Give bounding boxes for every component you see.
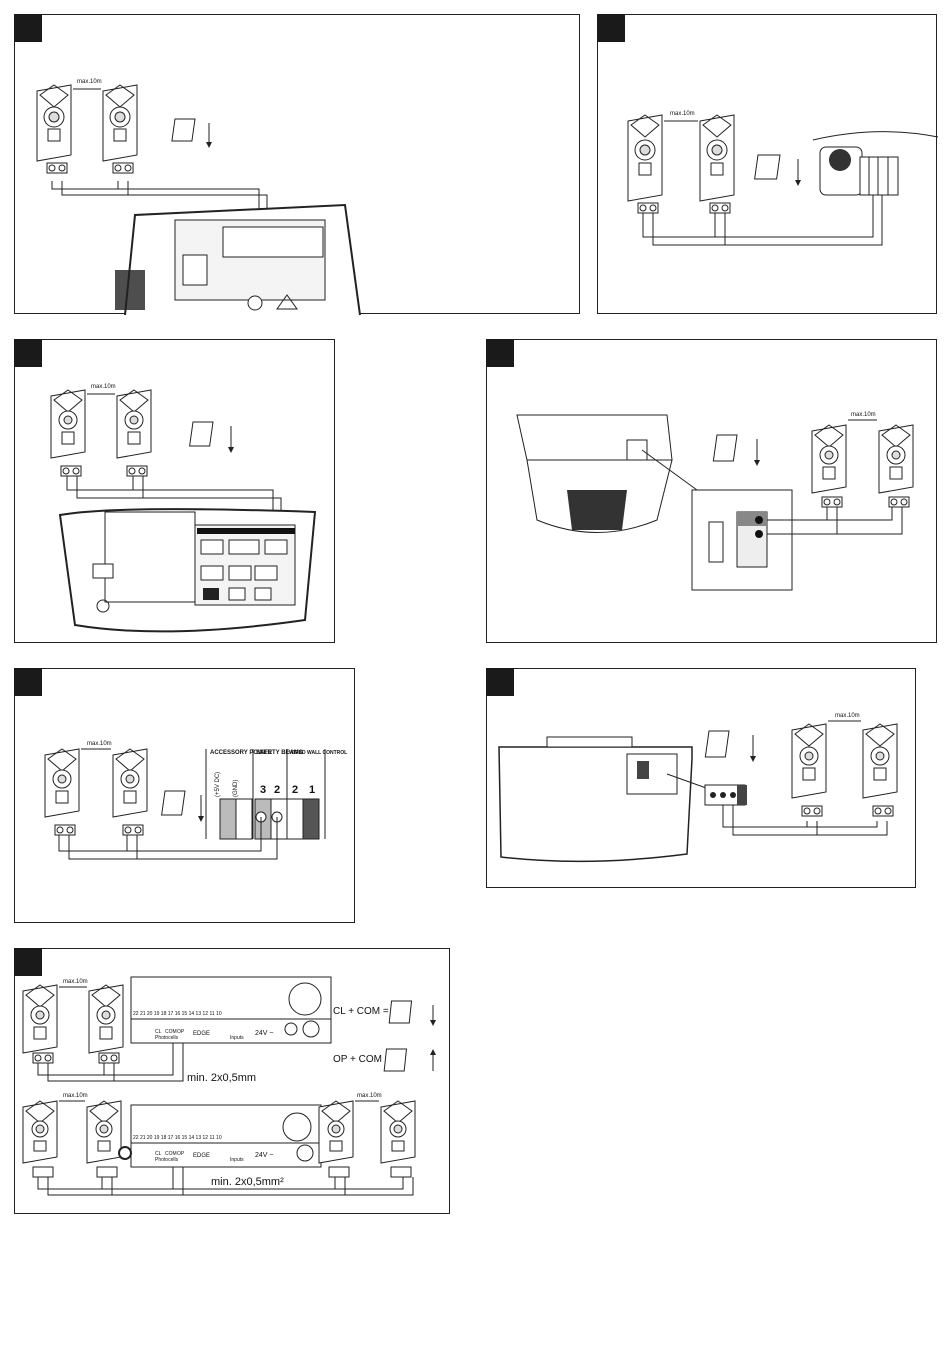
photocell-3 — [22, 1100, 58, 1178]
switch-icon — [754, 154, 801, 186]
inputs-label: Inputs — [230, 1035, 244, 1041]
distance-label: max.10m — [91, 384, 116, 390]
control-board-upper: 22 21 20 19 18 17 16 15 14 13 12 11 10 C… — [130, 976, 332, 1044]
cable-spec-1: min. 2x0,5mm — [187, 1072, 256, 1084]
operator-terminal — [812, 131, 939, 196]
panel-4: max.10m — [486, 339, 937, 643]
panel-4-corner — [486, 339, 514, 367]
wired-wall-control-label: WIRED WALL CONTROL — [289, 750, 347, 756]
panel-7: max.10m 22 21 20 19 18 17 16 15 14 13 12… — [14, 948, 450, 1214]
accessory-gnd-label: (GND) — [233, 780, 239, 797]
panel-6: max.10m — [486, 668, 916, 888]
panel-6-diagram: max.10m — [498, 713, 898, 863]
photocell-1 — [36, 84, 72, 174]
voltage-label: 24V ~ — [255, 1030, 274, 1037]
svg-text:22 21 20 19 18 17 16 15 14 13: 22 21 20 19 18 17 16 15 14 13 12 11 10 — [133, 1135, 222, 1141]
svg-text:22 21 20 19 18 17 16 15 14 13: 22 21 20 19 18 17 16 15 14 13 12 11 10 — [133, 1011, 222, 1017]
switch-icon — [712, 434, 760, 466]
photocells-label-lower: Photocells — [155, 1157, 179, 1163]
switch-icon — [704, 730, 756, 762]
operator-housing — [498, 736, 693, 863]
cl-com-label: CL + COM = — [333, 1006, 389, 1017]
photocell-2 — [862, 723, 898, 817]
panel-6-corner — [486, 668, 514, 696]
panel-3: max.10m — [14, 339, 335, 643]
distance-label-upper: max.10m — [63, 979, 88, 985]
photocell-5 — [318, 1100, 354, 1178]
panel-1-corner — [14, 14, 42, 42]
edge-label: EDGE — [193, 1031, 210, 1037]
open-legend: OP + COM = — [333, 1048, 436, 1072]
door-opener-unit — [115, 203, 361, 316]
accessory-power-label: ACCESSORY POWER — [210, 750, 273, 756]
panel-5-diagram: max.10m ACCESSORY POWER SAFETY BEAMS WIR… — [44, 741, 347, 860]
terminal-2b-label: 2 — [292, 784, 298, 796]
distance-label: max.10m — [835, 713, 860, 719]
photocell-1 — [44, 748, 80, 836]
terminal-closeup — [691, 489, 793, 591]
operator-housing — [516, 414, 673, 533]
photocell-2 — [116, 389, 152, 477]
distance-label: max.10m — [87, 741, 112, 747]
panel-2: max.10m — [597, 14, 939, 314]
photocell-1 — [22, 984, 58, 1064]
panel-7-corner — [14, 948, 42, 976]
accessory-5v-label: (+5V DC) — [215, 772, 221, 797]
switch-icon — [189, 421, 234, 453]
photocell-2 — [878, 424, 914, 508]
photocell-1 — [811, 424, 847, 508]
distance-label-lower-right: max.10m — [357, 1093, 382, 1099]
photocell-1 — [791, 723, 827, 817]
photocell-6 — [380, 1100, 416, 1178]
op-com-label: OP + COM = — [333, 1054, 391, 1065]
photocell-1 — [627, 114, 663, 214]
distance-label: max.10m — [851, 412, 876, 418]
photocells-label: Photocells — [155, 1035, 179, 1041]
inputs-label-lower: Inputs — [230, 1157, 244, 1163]
panel-5-corner — [14, 668, 42, 696]
photocell-2 — [102, 84, 138, 174]
photocell-4 — [86, 1100, 122, 1178]
terminal-2-label: 2 — [274, 784, 280, 796]
com-label-lower: COM — [165, 1151, 177, 1157]
terminal-3-label: 3 — [260, 784, 266, 796]
photocell-2 — [88, 984, 124, 1064]
switch-icon — [161, 790, 204, 822]
cl-label: CL — [155, 1029, 162, 1035]
photocell-2 — [699, 114, 735, 214]
distance-label-lower-left: max.10m — [63, 1093, 88, 1099]
close-legend: CL + COM = — [333, 1000, 436, 1026]
photocell-1 — [50, 389, 86, 477]
panel-4-diagram: max.10m — [516, 412, 914, 591]
photocell-2 — [112, 748, 148, 836]
safety-beams-label: SAFETY BEAMS — [256, 750, 303, 756]
distance-label: max.10m — [77, 79, 102, 85]
cable-spec-2: min. 2x0,5mm² — [211, 1176, 284, 1188]
panel-7-diagram: max.10m 22 21 20 19 18 17 16 15 14 13 12… — [22, 976, 436, 1196]
terminal-block: ACCESSORY POWER SAFETY BEAMS WIRED WALL … — [205, 749, 347, 840]
edge-label-lower: EDGE — [193, 1153, 210, 1159]
voltage-label-lower: 24V ~ — [255, 1152, 274, 1159]
operator-board — [58, 508, 317, 633]
op-label: OP — [177, 1029, 185, 1035]
control-board-lower: 22 21 20 19 18 17 16 15 14 13 12 11 10 C… — [118, 1104, 322, 1168]
panel-5: max.10m ACCESSORY POWER SAFETY BEAMS WIR… — [14, 668, 355, 923]
cl-label-lower: CL — [155, 1151, 162, 1157]
panel-3-corner — [14, 339, 42, 367]
terminal-1-label: 1 — [309, 784, 315, 796]
terminal-block — [704, 784, 747, 806]
switch-icon — [171, 118, 212, 148]
panel-1: max.10m — [14, 14, 580, 316]
com-label: COM — [165, 1029, 177, 1035]
panel-2-diagram: max.10m — [627, 111, 939, 246]
panel-2-corner — [597, 14, 625, 42]
op-label-lower: OP — [177, 1151, 185, 1157]
panel-1-diagram: max.10m — [36, 79, 361, 316]
distance-label: max.10m — [670, 111, 695, 117]
panel-3-diagram: max.10m — [50, 384, 317, 633]
